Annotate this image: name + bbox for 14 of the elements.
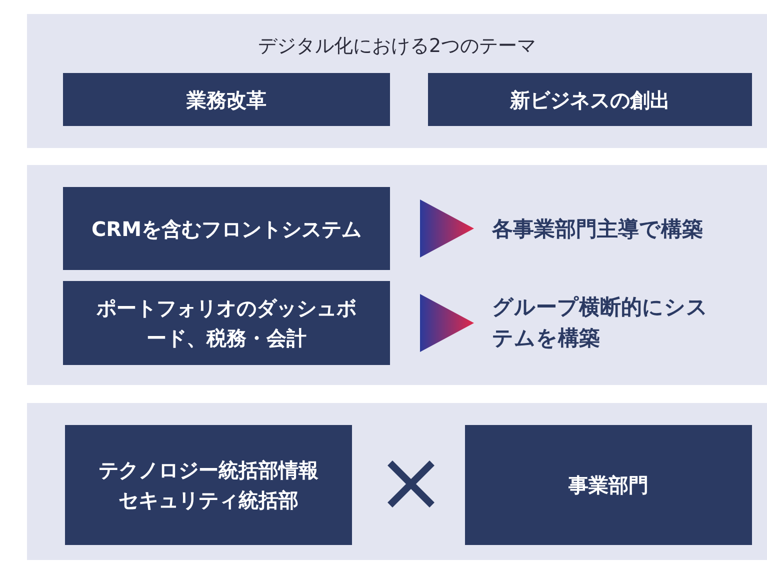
dark-box: ポートフォリオのダッシュボード、税務・会計 — [63, 281, 390, 365]
result-text: グループ横断的にシステムを構築 — [492, 288, 722, 358]
panel-title: デジタル化における2つのテーマ — [256, 34, 538, 59]
dark-box: CRMを含むフロントシステム — [63, 187, 390, 270]
dark-box: 事業部門 — [465, 425, 752, 545]
result-text: 各事業部門主導で構築 — [492, 205, 752, 255]
panel-background — [27, 14, 767, 148]
dark-box: 新ビジネスの創出 — [428, 73, 752, 126]
arrow — [420, 294, 474, 352]
arrow — [420, 200, 474, 258]
dark-box: テクノロジー統括部情報セキュリティ統括部 — [65, 425, 352, 545]
panel-background — [27, 165, 767, 385]
panel-background — [27, 403, 767, 560]
dark-box: 業務改革 — [63, 73, 390, 126]
